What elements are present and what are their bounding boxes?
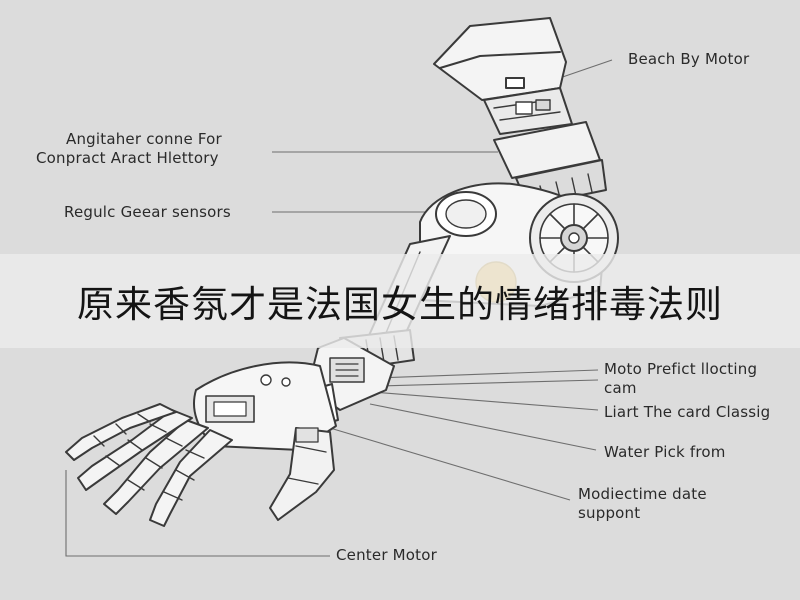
leader-lines (65, 59, 613, 557)
title-banner: 原来香氛才是法国女生的情绪排毒法则 (0, 254, 800, 348)
banner-title: 原来香氛才是法国女生的情绪排毒法则 (77, 283, 723, 326)
leader-water-pick (369, 403, 597, 451)
leader-modiectime (329, 427, 571, 501)
callout-angitaher: Angitaher conne For Conpract Aract Hlett… (36, 130, 222, 167)
callout-modiectime: Modiectime date suppont (578, 485, 707, 522)
callout-center-motor: Center Motor (336, 546, 437, 564)
callout-beach-by-motor: Beach By Motor (628, 50, 750, 68)
leader-moto-prefict-2 (379, 379, 599, 387)
callout-regulc-gear-sensors: Regulc Geear sensors (64, 203, 231, 221)
finger-index (149, 429, 233, 527)
leader-center-motor (65, 470, 330, 557)
thumb (269, 427, 335, 521)
top-motor-housing (433, 17, 573, 135)
callout-water-pick: Water Pick from (604, 443, 726, 461)
callout-moto-prefict: Moto Prefict llocting cam (604, 360, 758, 397)
leader-moto-prefict (375, 369, 599, 379)
fingers (65, 403, 233, 527)
callout-liart-card: Liart The card Classig (604, 403, 771, 421)
finger-middle (103, 419, 209, 515)
finger-little (65, 403, 177, 461)
leader-liart-card (371, 391, 599, 411)
